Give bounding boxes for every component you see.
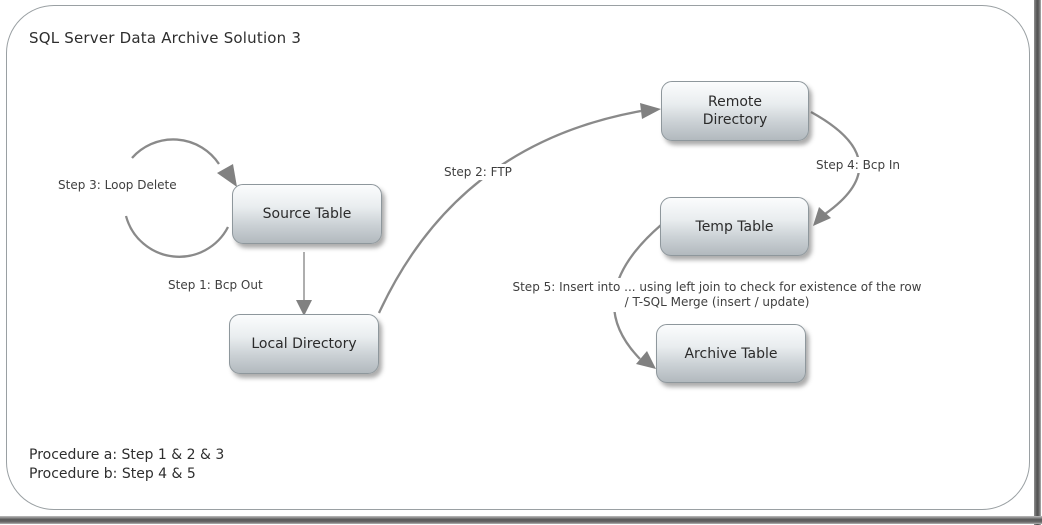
bcp-out-arrow xyxy=(296,252,312,316)
node-archive-table-label: Archive Table xyxy=(684,345,778,362)
label-step-5-line1: Step 5: Insert into ... using left join … xyxy=(512,280,922,294)
procedure-summary: Procedure a: Step 1 & 2 & 3 Procedure b:… xyxy=(29,446,224,484)
procedure-a-text: Procedure a: Step 1 & 2 & 3 xyxy=(29,447,225,463)
node-remote-directory: Remote Directory xyxy=(661,81,809,141)
label-step-1: Step 1: Bcp Out xyxy=(165,277,266,293)
node-source-table-label: Source Table xyxy=(262,206,352,222)
frame-shadow-bottom xyxy=(0,516,1042,524)
diagram-canvas: SQL Server Data Archive Solution 3 xyxy=(6,5,1030,510)
label-step-3: Step 3: Loop Delete xyxy=(55,177,180,193)
node-local-directory: Local Directory xyxy=(229,314,379,374)
node-archive-table: Archive Table xyxy=(656,324,806,383)
label-step-4: Step 4: Bcp In xyxy=(813,157,904,173)
frame-shadow-right xyxy=(1034,0,1041,525)
procedure-b-text: Procedure b: Step 4 & 5 xyxy=(29,466,196,482)
label-step-2: Step 2: FTP xyxy=(441,164,515,180)
loop-delete-arrow xyxy=(124,138,237,258)
node-temp-table-label: Temp Table xyxy=(695,218,774,235)
node-local-directory-label: Local Directory xyxy=(251,336,357,352)
node-remote-directory-label: Remote Directory xyxy=(702,94,768,128)
node-source-table: Source Table xyxy=(232,184,382,244)
node-temp-table: Temp Table xyxy=(660,197,809,256)
label-step-5-line2: / T-SQL Merge (insert / update) xyxy=(624,295,810,309)
diagram-title: SQL Server Data Archive Solution 3 xyxy=(29,29,302,47)
label-step-5: Step 5: Insert into ... using left join … xyxy=(462,278,972,312)
